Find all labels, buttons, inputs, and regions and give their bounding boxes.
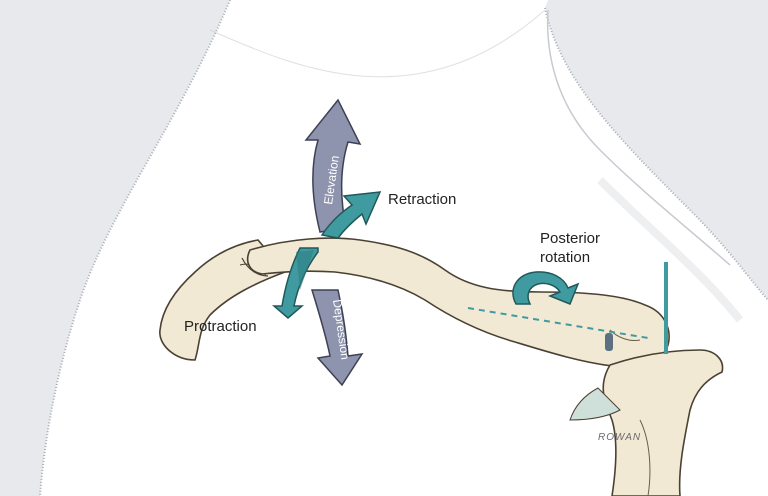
posterior-rotation-label-line2: rotation: [540, 249, 590, 266]
posterior-rotation-label-line1: Posterior: [540, 230, 600, 247]
protraction-label: Protraction: [184, 318, 257, 335]
sternum-bone: [569, 349, 724, 496]
rotation-axis-line: [467, 307, 649, 339]
artist-signature: ROWAN: [598, 432, 641, 443]
retraction-label: Retraction: [388, 191, 456, 208]
axis-pin-right: [664, 262, 668, 354]
protraction-arrow-icon: [271, 247, 319, 319]
posterior-rotation-arrow-icon: [512, 271, 580, 305]
retraction-arrow-icon: [320, 191, 382, 239]
elevation-label: Elevation: [321, 155, 342, 206]
depression-arrow-icon: [310, 289, 364, 387]
axis-pin-left: [605, 333, 613, 351]
elevation-arrow-icon: [304, 98, 362, 233]
